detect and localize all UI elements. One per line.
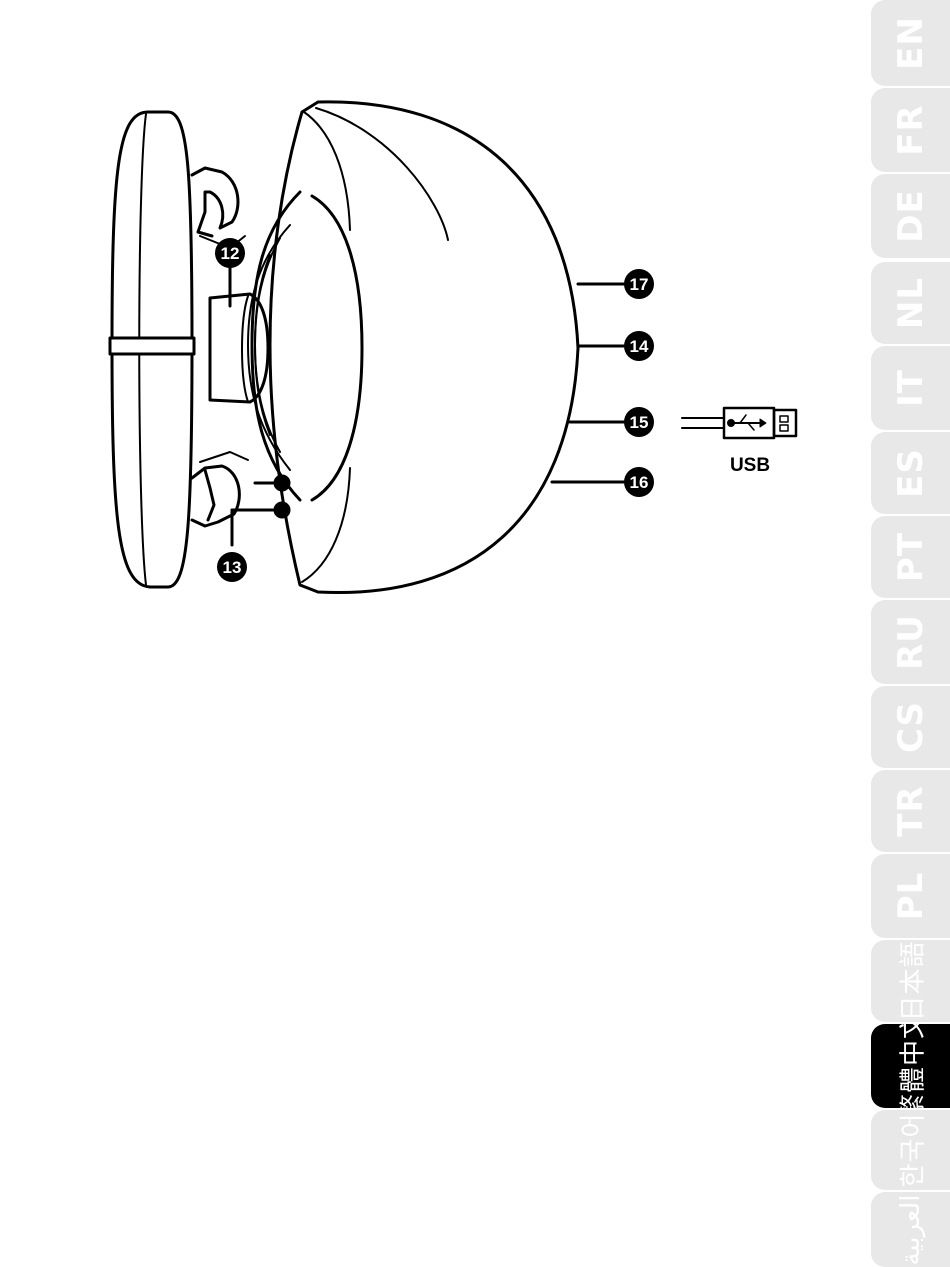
callout-15: 15 — [624, 407, 654, 437]
language-tab-0[interactable]: EN — [871, 0, 950, 86]
language-tab-5[interactable]: ES — [871, 432, 950, 514]
language-tab-1[interactable]: FR — [871, 88, 950, 172]
language-tab-7[interactable]: RU — [871, 600, 950, 684]
language-tab-label: ES — [891, 448, 931, 498]
language-tab-label: TR — [891, 785, 931, 836]
callout-17-number: 17 — [630, 275, 649, 294]
callout-14-number: 14 — [630, 337, 649, 356]
usb-connector — [724, 408, 796, 438]
wheel-shaft — [210, 294, 268, 402]
language-tab-label: PT — [891, 532, 931, 582]
language-tab-4[interactable]: IT — [871, 346, 950, 430]
callout-13: 13 — [217, 552, 247, 582]
wheel-clips — [192, 168, 248, 526]
language-tab-label: DE — [891, 189, 931, 242]
usb-label: USB — [730, 455, 770, 476]
language-tab-14[interactable]: العربية — [871, 1192, 950, 1267]
language-tab-label: العربية — [896, 1194, 926, 1265]
language-tab-label: NL — [891, 277, 931, 329]
language-tab-9[interactable]: TR — [871, 770, 950, 852]
language-tab-label: RU — [891, 614, 931, 670]
base-body — [248, 102, 578, 593]
language-tab-label: EN — [891, 16, 931, 70]
callout-16-number: 16 — [630, 473, 649, 492]
language-tab-label: IT — [891, 369, 931, 407]
language-tab-2[interactable]: DE — [871, 174, 950, 258]
callout-12-number: 12 — [221, 244, 240, 263]
wheel-rim — [110, 112, 194, 587]
language-tab-13[interactable]: 한국어 — [871, 1110, 950, 1190]
language-tab-label: FR — [891, 104, 931, 155]
callout-14: 14 — [624, 331, 654, 361]
language-tab-label: PL — [891, 872, 931, 921]
language-tab-label: 繁體中文 — [892, 1024, 929, 1108]
language-tab-12[interactable]: 繁體中文 — [871, 1024, 950, 1108]
language-tab-11[interactable]: 日本語 — [871, 940, 950, 1022]
callout-16: 16 — [624, 467, 654, 497]
language-tab-label: 한국어 — [892, 1113, 929, 1188]
callout-17: 17 — [624, 269, 654, 299]
language-tab-3[interactable]: NL — [871, 262, 950, 344]
callout-12: 12 — [215, 238, 245, 268]
language-tab-8[interactable]: CS — [871, 686, 950, 768]
callout-13-number: 13 — [223, 558, 242, 577]
leader-lines — [230, 268, 724, 545]
language-tab-label: 日本語 — [892, 940, 929, 1021]
callout-15-number: 15 — [630, 413, 649, 432]
language-tab-label: CS — [891, 701, 931, 753]
language-tab-10[interactable]: PL — [871, 854, 950, 938]
language-tab-6[interactable]: PT — [871, 516, 950, 598]
